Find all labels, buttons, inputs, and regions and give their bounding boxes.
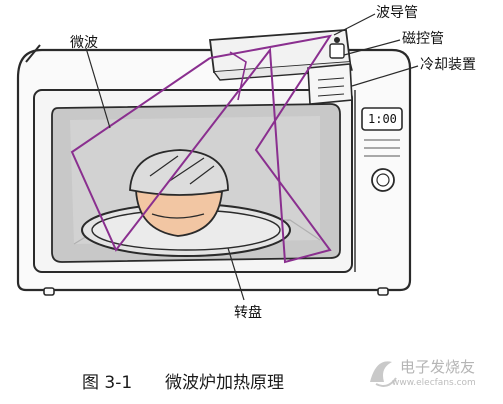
figure-caption: 图 3-1 微波炉加热原理 [82, 368, 284, 393]
leader-waveguide [333, 13, 376, 36]
control-knob [371, 168, 395, 192]
watermark-logo-icon [370, 361, 397, 387]
label-turntable: 转盘 [234, 305, 262, 321]
label-waveguide: 波导管 [376, 5, 418, 21]
time-display [361, 107, 403, 131]
microwave-path [70, 34, 333, 264]
label-cooling: 冷却装置 [420, 57, 476, 73]
watermark-url: www.elecfans.com [392, 378, 476, 388]
leader-turntable [227, 247, 245, 301]
leader-magnetron [343, 39, 401, 56]
label-magnetron: 磁控管 [402, 31, 444, 47]
leader-microwave [85, 47, 111, 129]
caption-title: 微波炉加热原理 [164, 373, 284, 393]
leader-cooling [351, 65, 419, 87]
watermark-text: 电子发烧友 [400, 358, 476, 376]
oven-foot-right [377, 287, 389, 296]
food-bowl [135, 189, 223, 237]
magnetron-part [329, 43, 345, 59]
caption-figure-number: 图 3-1 [82, 373, 133, 393]
oven-foot-left [43, 287, 55, 296]
cooling-unit [307, 63, 353, 105]
food-lid [129, 149, 229, 196]
time-display-text: 1:00 [368, 112, 397, 126]
label-microwave: 微波 [70, 35, 98, 51]
